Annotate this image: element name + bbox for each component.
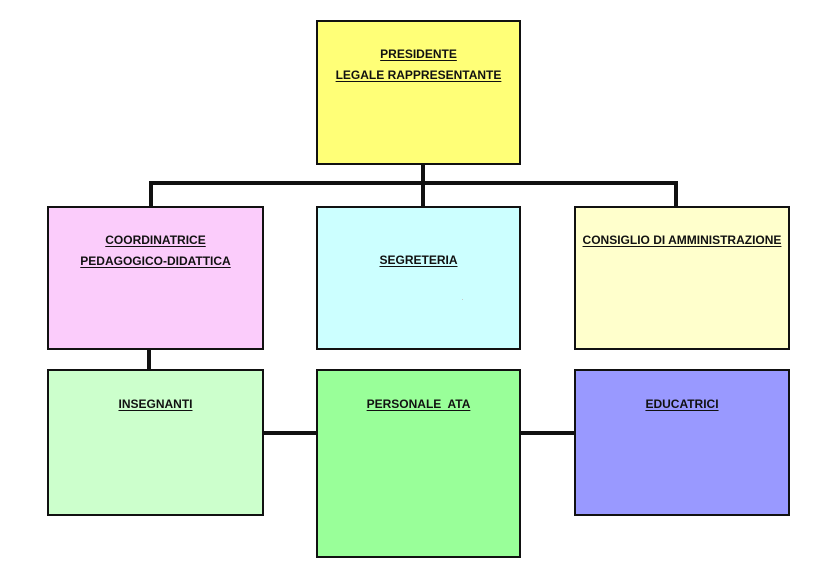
personale-ata-title: PERSONALE ATA [366,397,471,411]
presidente-title: PRESIDENTE [380,47,457,61]
connector-horizontal-bar [149,181,678,185]
connector-to-consiglio [674,181,678,206]
faint-mark [462,299,463,300]
connector-insegnanti-personale [264,431,316,435]
connector-to-coordinatrice [149,181,153,206]
box-educatrici: EDUCATRICI [574,369,790,516]
educatrici-title: EDUCATRICI [645,397,719,411]
box-segreteria: SEGRETERIA [316,206,521,350]
presidente-subtitle: LEGALE RAPPRESENTANTE [335,68,502,82]
consiglio-title: CONSIGLIO DI AMMINISTRAZIONE [582,233,782,247]
box-coordinatrice: COORDINATRICE PEDAGOGICO-DIDATTICA [47,206,264,350]
connector-personale-educatrici [521,431,574,435]
connector-president-down [421,165,425,185]
box-consiglio: CONSIGLIO DI AMMINISTRAZIONE [574,206,790,350]
box-insegnanti: INSEGNANTI [47,369,264,516]
box-presidente: PRESIDENTE LEGALE RAPPRESENTANTE [316,20,521,165]
segreteria-title: SEGRETERIA [379,253,458,267]
connector-coordinatrice-insegnanti [147,350,151,369]
coordinatrice-title: COORDINATRICE [105,233,206,247]
coordinatrice-subtitle: PEDAGOGICO-DIDATTICA [80,254,231,268]
insegnanti-title: INSEGNANTI [118,397,193,411]
box-personale-ata: PERSONALE ATA [316,369,521,558]
connector-to-segreteria [421,181,425,206]
